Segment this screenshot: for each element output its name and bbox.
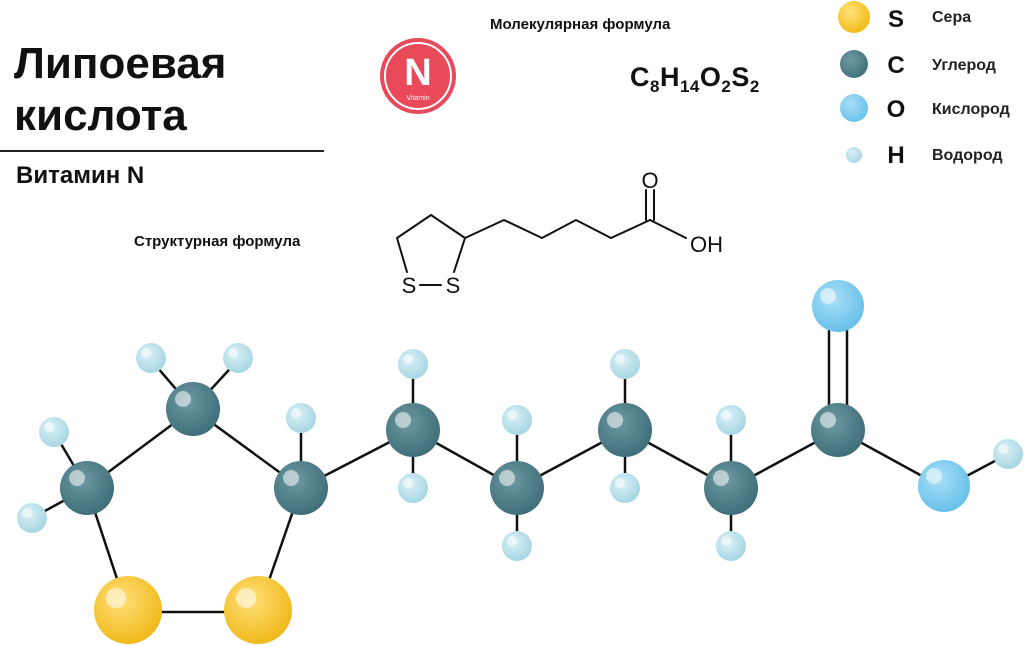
oxygen-atom-icon [840,94,868,122]
atom-highlights [22,288,1008,608]
badge-letter: N [404,52,431,94]
carbon-atom-icon [274,461,328,515]
structural-s2-label: S [446,273,461,298]
legend-atoms [838,1,870,163]
hydrogen-atom-icon [610,349,640,379]
structural-formula: O OH S S [396,168,723,298]
carbon-atom-icon [811,403,865,457]
legend-symbol-c: C [887,52,905,79]
vitamin-badge-icon: N Vitamin [380,38,456,114]
carbon-atom-icon [598,403,652,457]
badge-text: Vitamin [406,95,429,102]
subtitle: Витамин N [16,162,145,189]
hydrogen-atom-icon [17,503,47,533]
oxygen-atom-icon [812,280,864,332]
page-title: Липоевая кислота [14,39,227,140]
hydrogen-atom-icon [716,405,746,435]
hydrogen-atom-icon [993,439,1023,469]
hydrogen-atom-icon [286,403,316,433]
hydrogen-atom-icon [398,473,428,503]
carbon-atom-icon [166,382,220,436]
hydrogen-atom-icon [398,349,428,379]
structural-s1-label: S [402,273,417,298]
formula-count: 2 [749,77,760,96]
formula-count: 14 [679,77,700,96]
structural-oh-label: OH [690,232,723,257]
sulfur-atom-icon [838,1,870,33]
legend-symbol-h: H [887,142,905,169]
legend-name-carbon: Углерод [932,57,996,74]
carbon-atom-icon [840,50,868,78]
formula-element: S [731,62,750,92]
formula-count: 2 [721,77,732,96]
sulfur-atom-icon [224,576,292,644]
oxygen-atom-icon [918,460,970,512]
molecular-formula-label: Молекулярная формула [490,16,671,33]
title-divider [0,150,324,152]
hydrogen-atom-icon [716,531,746,561]
hydrogen-atom-icon [846,147,862,163]
molecular-formula: C8H14O2S2 [630,62,760,96]
formula-element: H [659,62,680,92]
hydrogen-atom-icon [610,473,640,503]
hydrogen-atom-icon [223,343,253,373]
formula-element: O [699,62,722,92]
carbon-atom-icon [490,461,544,515]
hydrogen-atom-icon [502,531,532,561]
pentyl-chain-bond [464,219,651,239]
carbon-atom-icon [704,461,758,515]
hydroxyl-bond [649,219,687,239]
model-oxygens [812,280,970,512]
model-hydrogens [17,343,1023,561]
structural-o-label: O [641,168,658,193]
carbon-atom-icon [386,403,440,457]
legend-name-oxygen: Кислород [932,101,1010,118]
hydrogen-atom-icon [39,417,69,447]
model-sulfurs [94,576,292,644]
structural-formula-label: Структурная формула [134,233,301,250]
hydrogen-atom-icon [136,343,166,373]
model-bonds [30,306,1010,614]
formula-element: C [630,62,650,92]
dithiolane-ring-bond [396,214,466,273]
legend-symbol-s: S [887,6,904,33]
legend-name-hydrogen: Водород [932,147,1003,164]
legend-name-sulfur: Сера [932,9,972,26]
legend-symbol-o: O [886,96,906,123]
hydrogen-atom-icon [502,405,532,435]
formula-count: 8 [650,77,660,96]
carbon-atom-icon [60,461,114,515]
sulfur-atom-icon [94,576,162,644]
ball-and-stick-model [17,280,1023,644]
